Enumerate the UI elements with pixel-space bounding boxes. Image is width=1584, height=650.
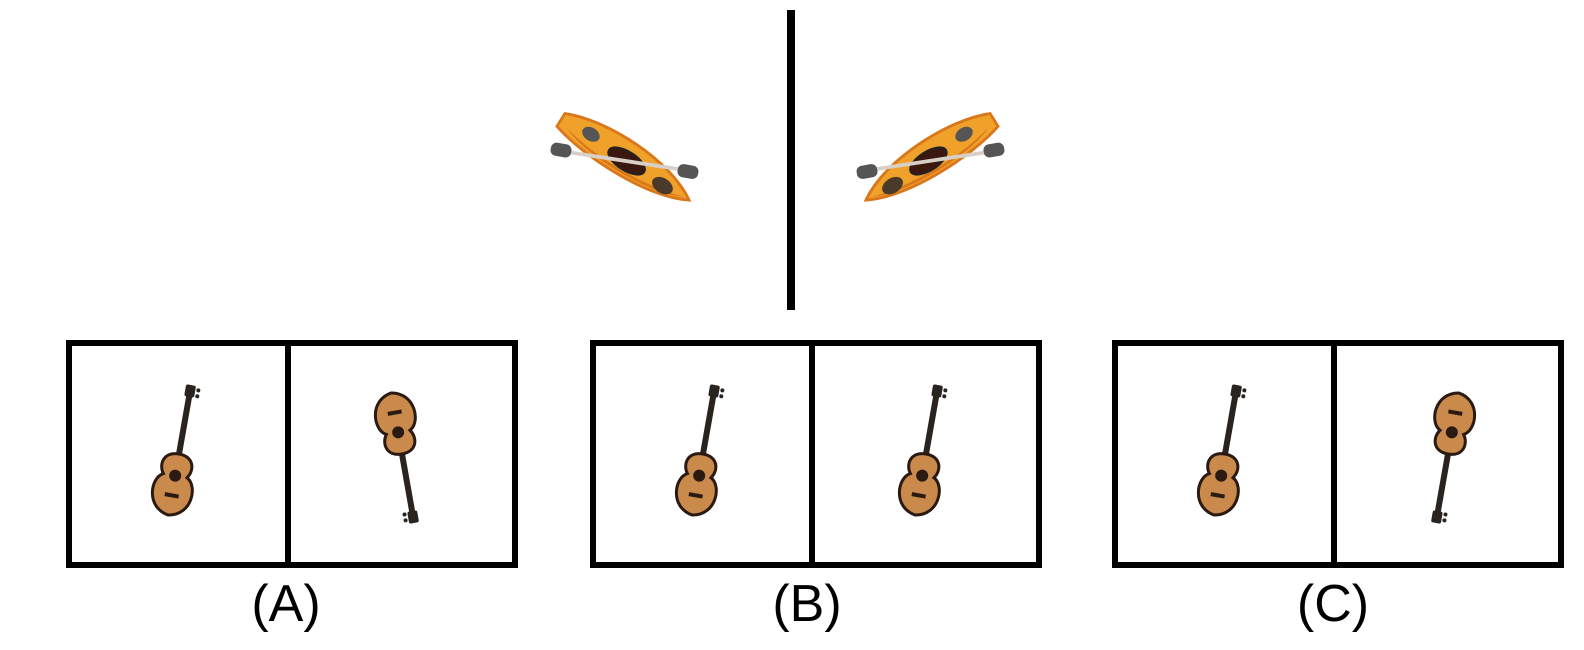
option-b-right-cell [815, 346, 1036, 562]
option-a-right-cell [291, 346, 512, 562]
option-a-divider [285, 346, 291, 562]
example-left-kayak-icon [540, 89, 710, 233]
option-a-label: (A) [251, 575, 321, 633]
option-b-label: (B) [772, 575, 842, 633]
option-a-box[interactable] [66, 340, 518, 568]
guitar-icon [146, 380, 212, 524]
option-b-divider [809, 346, 815, 562]
option-c-divider [1331, 346, 1337, 562]
option-c-right-cell [1337, 346, 1558, 562]
option-c-label: (C) [1296, 575, 1370, 633]
guitar-icon [670, 380, 736, 524]
example-right-kayak-mirrored-icon [845, 89, 1015, 233]
guitar-icon [1192, 380, 1258, 524]
guitar-rotated-icon [369, 384, 435, 528]
option-c-box[interactable] [1112, 340, 1564, 568]
option-b-box[interactable] [590, 340, 1042, 568]
guitar-icon [893, 380, 959, 524]
example-divider [787, 10, 795, 310]
option-a-left-cell [72, 346, 285, 562]
option-c-left-cell [1118, 346, 1331, 562]
option-b-left-cell [596, 346, 809, 562]
guitar-flipped-icon [1414, 384, 1480, 528]
